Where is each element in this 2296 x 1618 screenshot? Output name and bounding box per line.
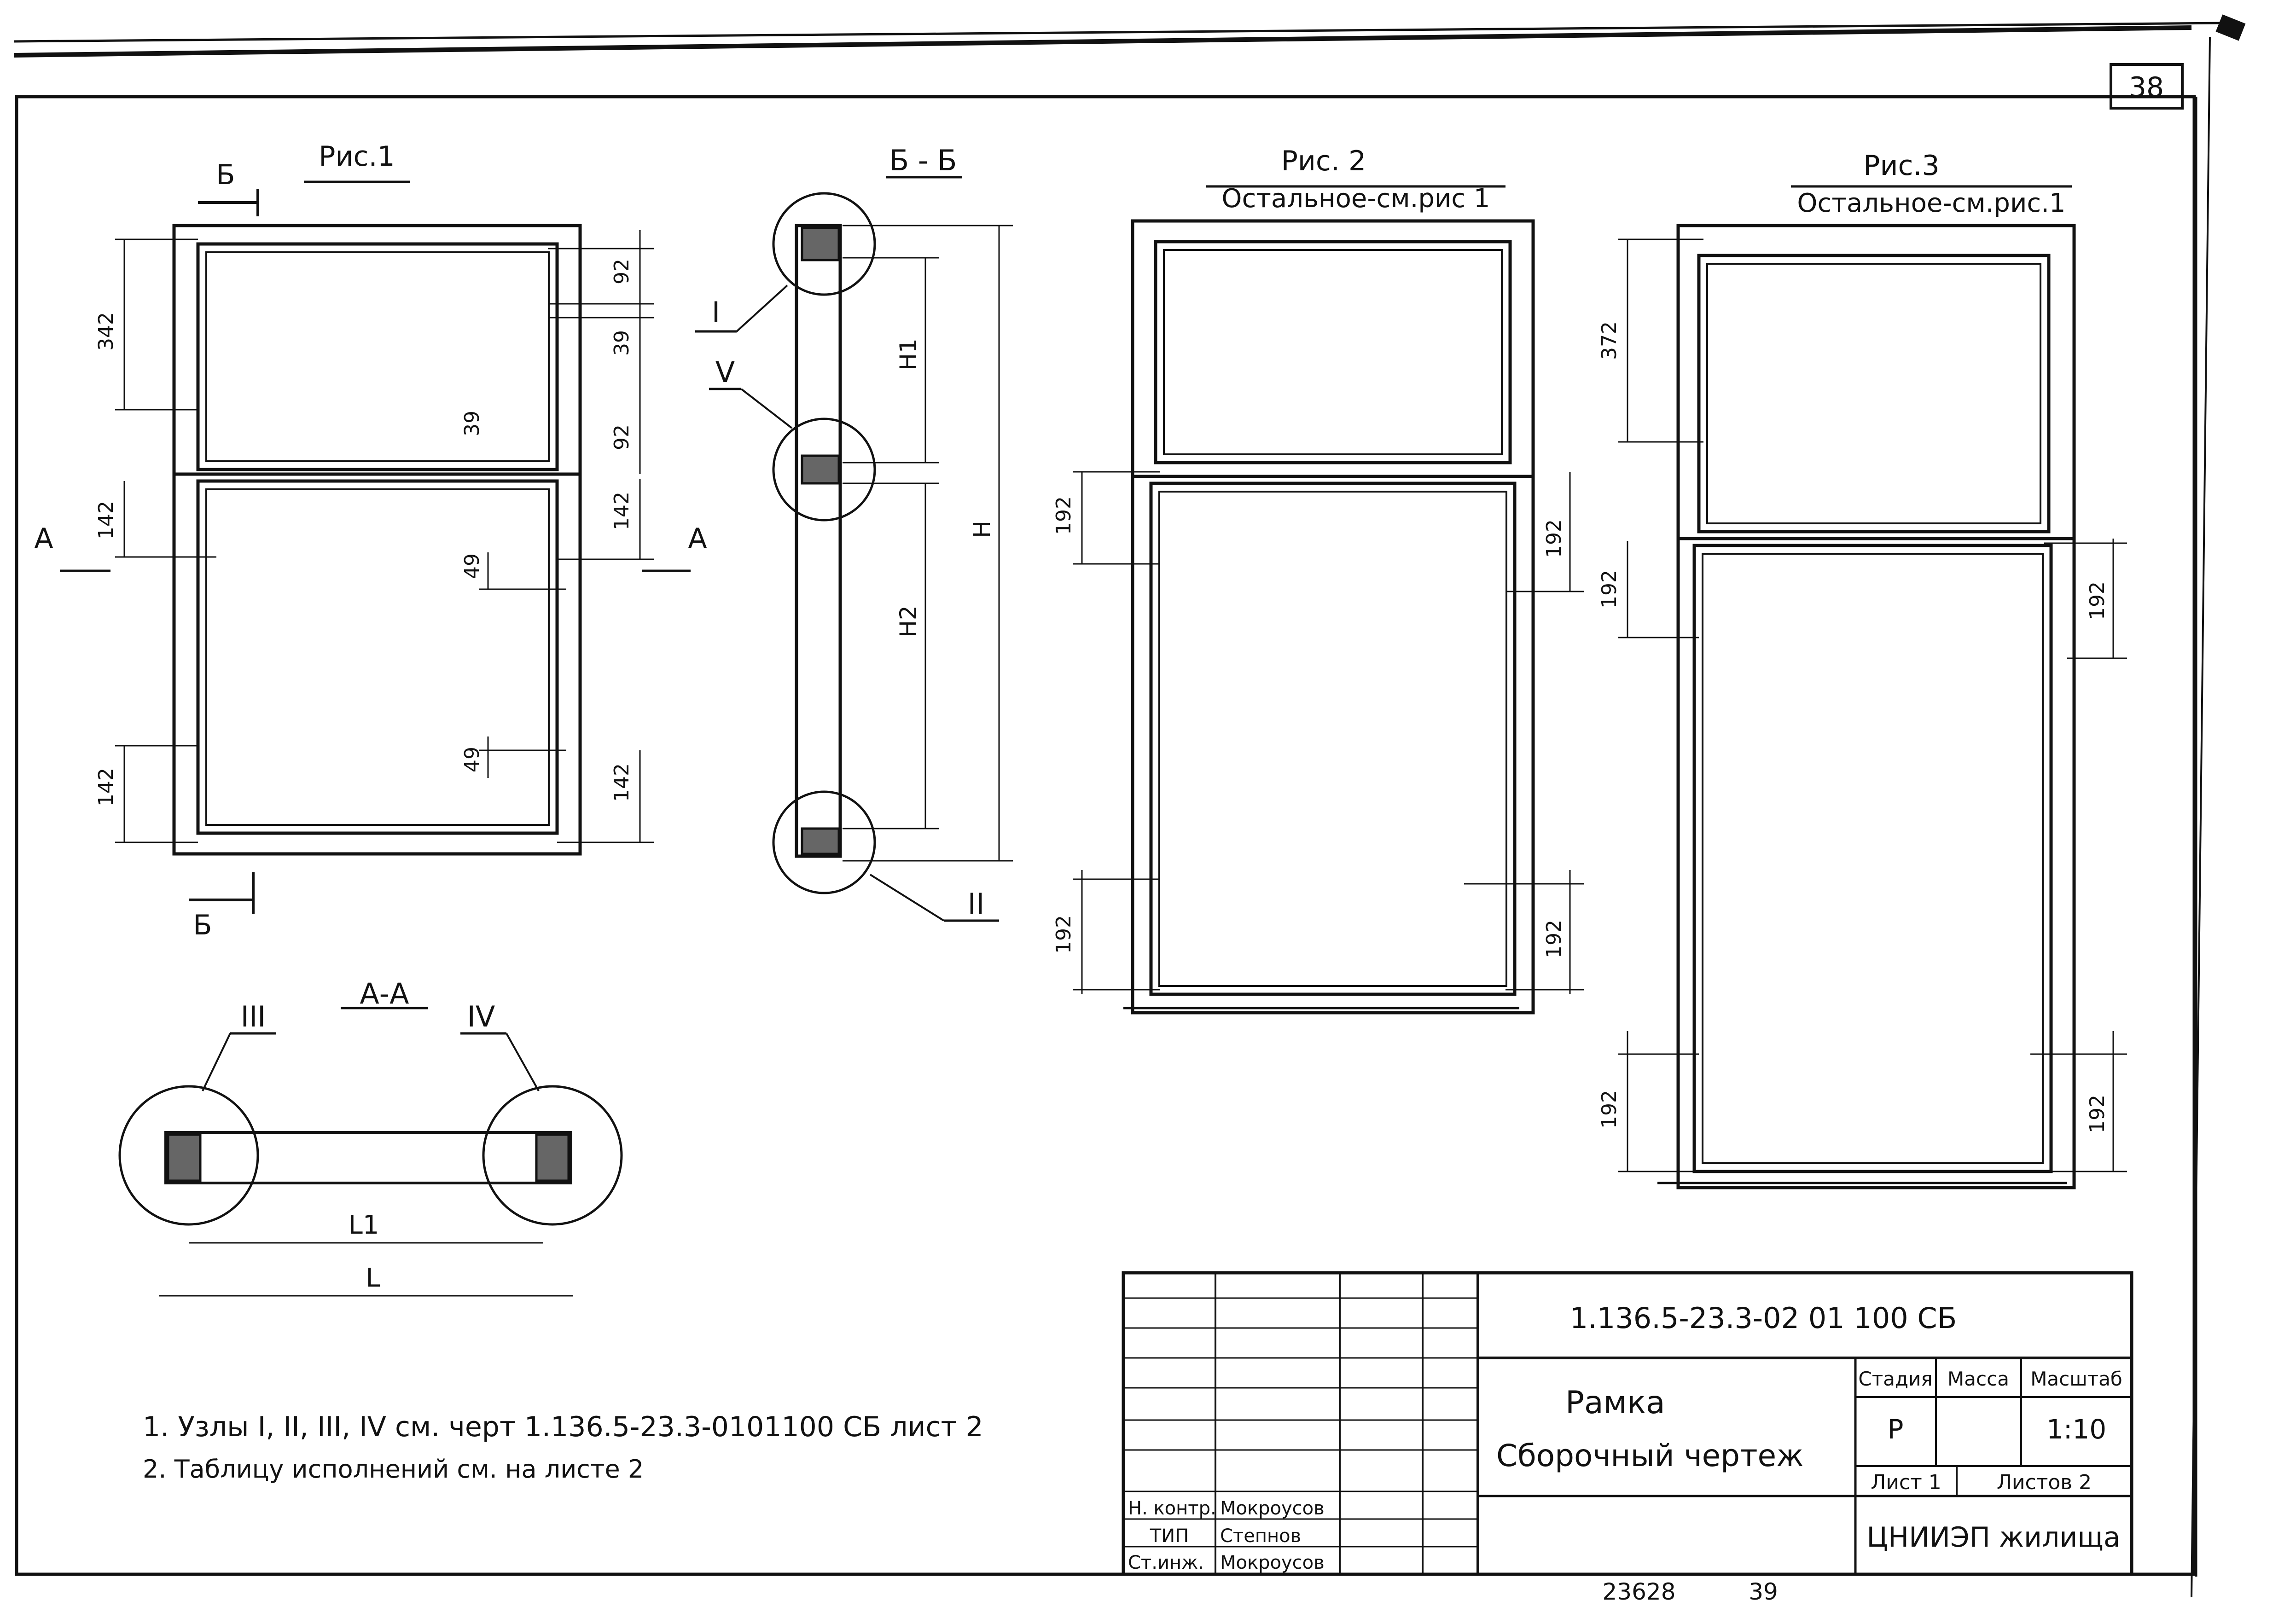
- dim-label: 49: [460, 553, 484, 579]
- fig1-section-a-right: А: [688, 522, 707, 555]
- dim-label: 192: [1542, 519, 1566, 558]
- signature-role: ТИП: [1150, 1525, 1189, 1547]
- mass-label: Масса: [1947, 1368, 2009, 1390]
- stage-value: Р: [1888, 1414, 1904, 1445]
- stage-label: Стадия: [1858, 1368, 1932, 1390]
- dim-label: 142: [94, 501, 118, 539]
- fig2-title: Рис. 2: [1281, 145, 1366, 177]
- title-block: [1122, 1271, 2133, 1576]
- fig3-dimension-labels: 372 192 192 192 192: [1598, 321, 2109, 1133]
- title-designation: 1.136.5-23.3-02 01 100 СБ: [1570, 1301, 1957, 1335]
- section-bb-h: Н: [969, 521, 995, 538]
- signature-name: Степнов: [1220, 1525, 1301, 1547]
- fig2-subtitle: Остальное-см.рис 1: [1221, 184, 1490, 214]
- section-aa-title: А-А: [360, 977, 409, 1010]
- section-bb-node-2: II: [968, 887, 985, 921]
- sheet-label: Лист 1: [1871, 1471, 1941, 1494]
- dim-label: 142: [610, 492, 634, 530]
- fig3-dimension-lines: [1618, 185, 2127, 1172]
- section-aa: [118, 1007, 623, 1297]
- scale-value: 1:10: [2046, 1414, 2106, 1445]
- dim-label: 342: [94, 312, 118, 351]
- fig1-dimension-lines: [60, 180, 691, 914]
- dim-label: 192: [1052, 496, 1075, 535]
- dim-label: 39: [460, 411, 484, 436]
- title-name-line2: Сборочный чертеж: [1496, 1438, 1804, 1473]
- sheet-frame: [13, 14, 2246, 1598]
- fig3-subtitle: Остальное-см.рис.1: [1797, 188, 2065, 218]
- dim-label: 92: [610, 259, 634, 284]
- signature-role: Н. контр.: [1128, 1498, 1216, 1519]
- section-aa-node-4: IV: [467, 1000, 495, 1033]
- fig2-frame: [1123, 219, 1535, 1015]
- signature-role: Ст.инж.: [1128, 1552, 1204, 1573]
- section-aa-node-3: III: [241, 1000, 266, 1033]
- org-name: ЦНИИЭП жилища: [1866, 1521, 2120, 1554]
- dim-label: 192: [2086, 581, 2109, 620]
- fig1-section-a-left: А: [34, 522, 53, 555]
- dim-label: 49: [460, 747, 484, 772]
- section-bb: [695, 176, 1013, 922]
- fig3-frame: [1657, 224, 2076, 1189]
- fig1-frame: [172, 224, 582, 856]
- dim-label: 192: [2086, 1095, 2109, 1133]
- signature-name: Мокроусов: [1220, 1498, 1325, 1519]
- scale-label: Масштаб: [2030, 1368, 2122, 1390]
- fig1-section-top: Б: [216, 159, 235, 191]
- section-aa-l1: L1: [349, 1210, 379, 1240]
- section-bb-h1: Н1: [895, 338, 922, 370]
- fig1-title: Рис.1: [319, 140, 395, 173]
- dim-label: 372: [1598, 321, 1621, 360]
- footer-page: 39: [1749, 1578, 1778, 1605]
- dim-label: 39: [610, 330, 634, 356]
- dim-label: 142: [610, 763, 634, 802]
- fig2-dimension-lines: [1073, 185, 1584, 994]
- section-bb-title: Б - Б: [889, 144, 957, 177]
- fig2-dimension-labels: 192 192 192 192: [1052, 496, 1566, 958]
- section-aa-l: L: [366, 1263, 380, 1293]
- section-bb-node-1: I: [712, 296, 720, 329]
- dim-label: 192: [1052, 915, 1075, 954]
- fig1-section-bottom: Б: [193, 909, 212, 941]
- sheets-label: Листов 2: [1997, 1471, 2092, 1494]
- section-bb-h2: Н2: [895, 605, 922, 637]
- dim-label: 92: [610, 424, 634, 450]
- signature-rows: Н. контр. Мокроусов ТИП Степнов Ст.инж. …: [1128, 1498, 1325, 1573]
- section-bb-node-5: V: [715, 355, 735, 389]
- dim-label: 192: [1542, 920, 1566, 958]
- fig3-title: Рис.3: [1863, 150, 1939, 182]
- dim-label: 192: [1598, 570, 1621, 609]
- note-2: 2. Таблицу исполнений см. на листе 2: [143, 1455, 644, 1484]
- fig1-dimension-labels: 342 92 39 39 92 142 142 49 142 49 142: [94, 259, 634, 806]
- signature-name: Мокроусов: [1220, 1552, 1325, 1573]
- archive-number: 23628: [1602, 1578, 1675, 1605]
- title-name-line1: Рамка: [1565, 1385, 1665, 1421]
- dim-label: 192: [1598, 1090, 1621, 1129]
- dim-label: 142: [94, 768, 118, 806]
- sheet-number: 38: [2129, 71, 2164, 104]
- note-1: 1. Узлы I, II, III, IV см. черт 1.136.5-…: [143, 1411, 983, 1443]
